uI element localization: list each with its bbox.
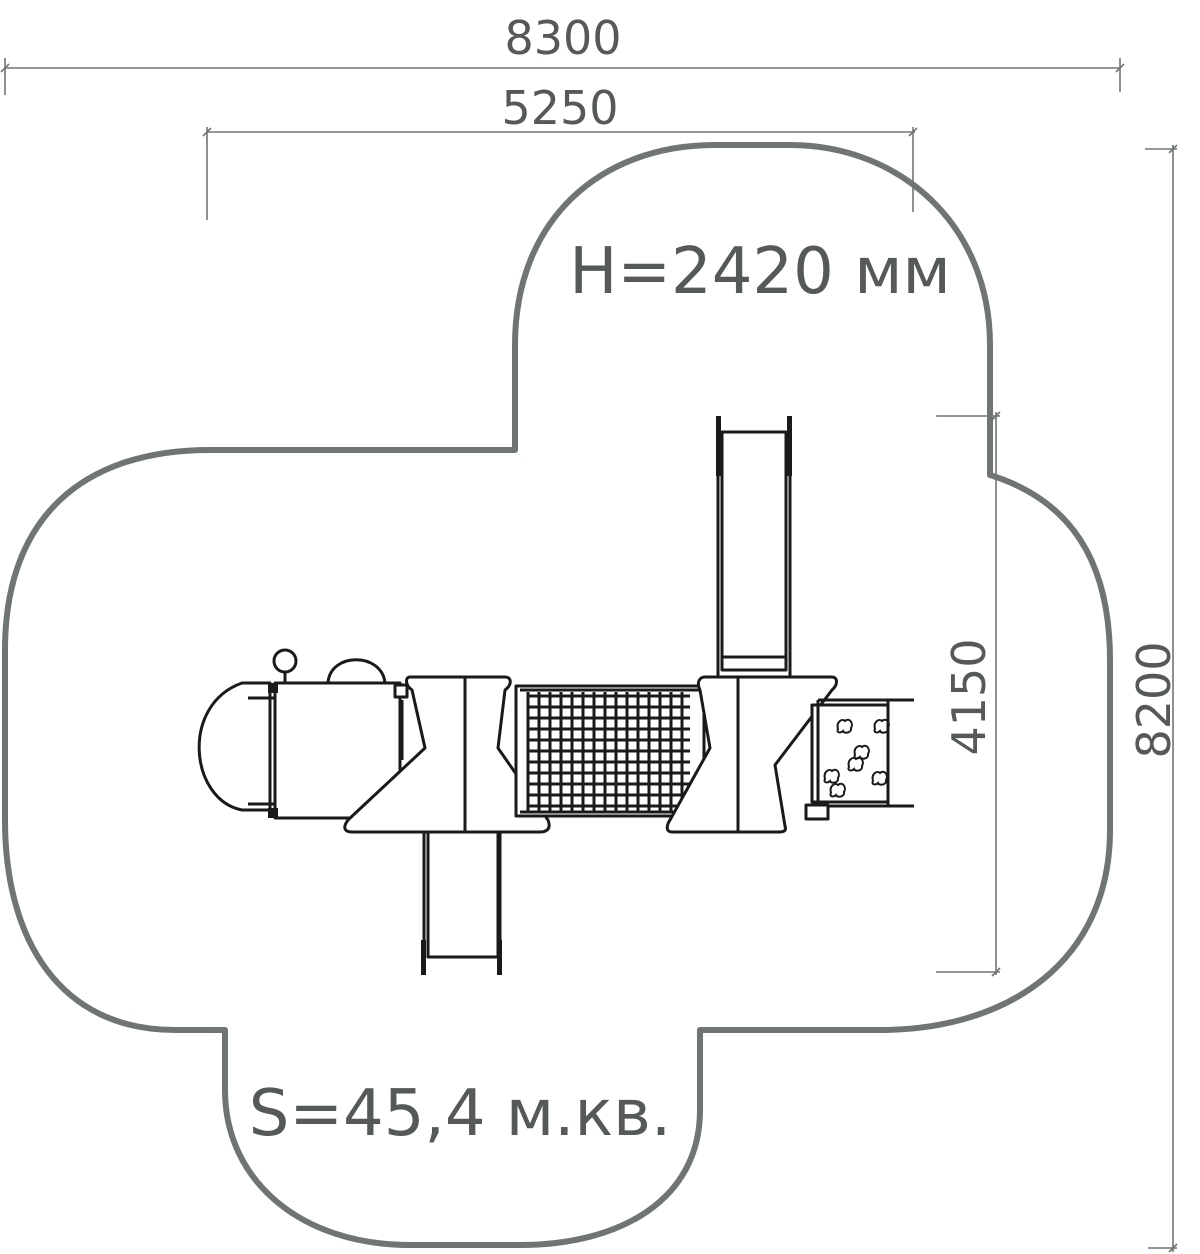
rock-hold	[871, 770, 888, 786]
dimension-total-length-label: 8200	[1127, 641, 1181, 758]
dimension-platform-width-label: 5250	[501, 81, 618, 135]
dome-window	[326, 658, 387, 685]
dimension-equipment-length-label: 4150	[942, 638, 996, 755]
dimension-total-length: 8200	[1127, 144, 1181, 1253]
long-slide	[716, 416, 792, 680]
left-platform-tower	[343, 675, 551, 834]
dimension-total-width-label: 8300	[504, 11, 621, 65]
right-platform-tower	[665, 675, 838, 834]
rock-hold	[836, 718, 853, 734]
short-slide	[421, 830, 502, 975]
area-label: S=45,4 м.кв.	[249, 1077, 671, 1151]
dimension-platform-width: 5250	[202, 81, 918, 220]
rock-hold	[829, 782, 846, 798]
rock-hold	[823, 768, 840, 784]
rock-hold	[873, 718, 890, 734]
climbing-net-bridge	[514, 684, 706, 818]
steering-wheel	[272, 648, 298, 674]
height-label: H=2420 мм	[569, 235, 951, 309]
safety-zone-outline	[2, 142, 1113, 1248]
dimension-equipment-length: 4150	[936, 411, 1001, 977]
climbing-wall	[804, 698, 914, 821]
rock-hold	[847, 756, 864, 772]
dimension-total-width: 8300	[0, 11, 1125, 95]
